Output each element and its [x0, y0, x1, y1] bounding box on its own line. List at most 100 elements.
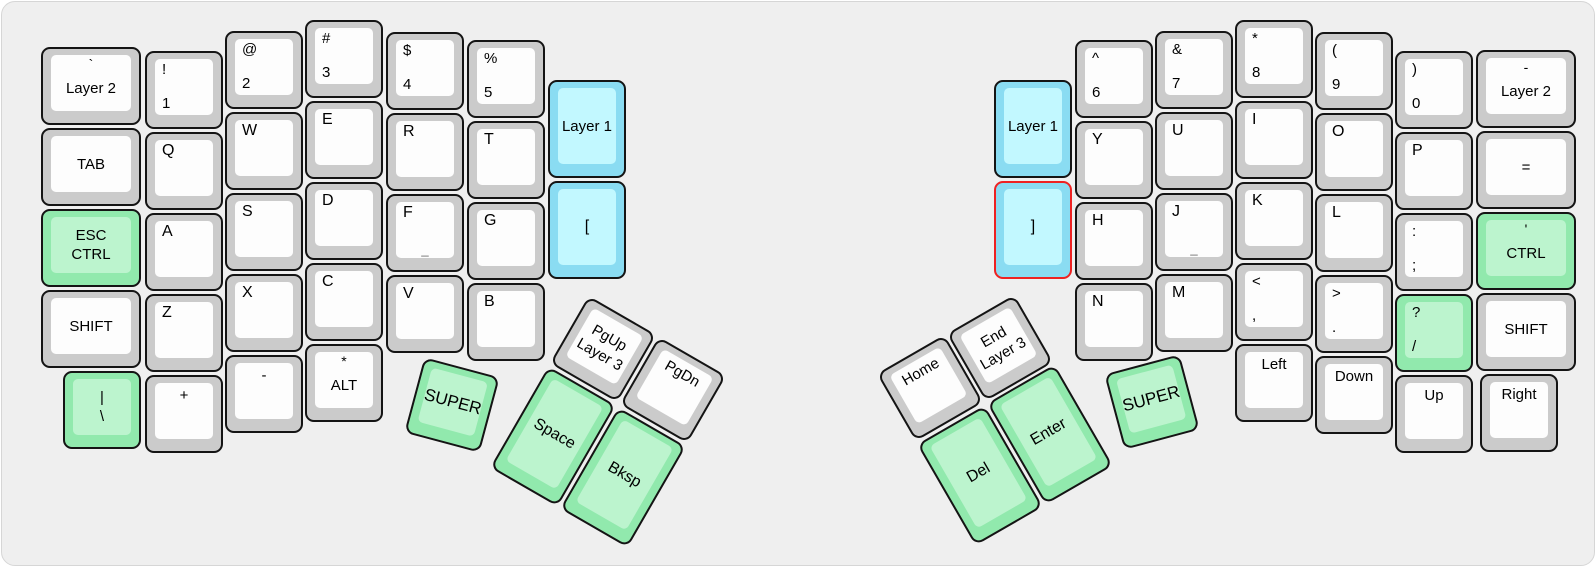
key-1[interactable]: !1: [145, 51, 223, 129]
key-question-slash[interactable]: ?/: [1395, 294, 1473, 372]
keycap: C: [315, 271, 373, 327]
key-legend: SUPER: [1120, 381, 1182, 416]
key-g[interactable]: G: [467, 202, 545, 280]
key-f[interactable]: F_: [386, 194, 464, 272]
key-tab[interactable]: TAB: [41, 128, 141, 206]
key-layer1-right[interactable]: Layer 1: [994, 80, 1072, 178]
key-legend: Z: [162, 304, 172, 321]
keycap: +: [155, 383, 213, 439]
key-legend: H: [1092, 212, 1104, 229]
key-h[interactable]: H: [1075, 202, 1153, 280]
keycap: X: [235, 282, 293, 338]
key-b[interactable]: B: [467, 283, 545, 361]
key-v[interactable]: V: [386, 275, 464, 353]
key-legend: >: [1332, 285, 1341, 302]
key-layer1-left[interactable]: Layer 1: [548, 80, 626, 178]
keycap: Z: [155, 302, 213, 358]
key-l[interactable]: L: [1315, 194, 1393, 272]
keycap: W: [235, 120, 293, 176]
key-k[interactable]: K: [1235, 182, 1313, 260]
key-2[interactable]: @2: [225, 31, 303, 109]
key-o[interactable]: O: [1315, 113, 1393, 191]
key-legend: -: [261, 367, 267, 384]
key-n[interactable]: N: [1075, 283, 1153, 361]
key-m[interactable]: M: [1155, 274, 1233, 352]
key-3[interactable]: #3: [305, 20, 383, 98]
key-plus[interactable]: +: [145, 375, 223, 453]
key-quote-ctrl[interactable]: 'CTRL: [1476, 212, 1576, 290]
key-legend: 8: [1252, 64, 1261, 81]
keycap: =: [1486, 139, 1566, 195]
key-legend: V: [403, 285, 414, 302]
keycap: (9: [1325, 40, 1383, 96]
key-5[interactable]: %5: [467, 40, 545, 118]
key-legend: I: [1252, 111, 1257, 128]
key-s[interactable]: S: [225, 193, 303, 271]
key-q[interactable]: Q: [145, 132, 223, 210]
key-colon-semicolon[interactable]: :;: [1395, 213, 1473, 291]
keycap: %5: [477, 48, 535, 104]
key-equals[interactable]: =: [1476, 131, 1576, 209]
key-arrow-left[interactable]: Left: [1235, 344, 1313, 422]
key-left-bracket[interactable]: [: [548, 181, 626, 279]
key-7[interactable]: &7: [1155, 31, 1233, 109]
key-d[interactable]: D: [305, 182, 383, 260]
key-8[interactable]: *8: [1235, 20, 1313, 98]
key-0[interactable]: )0: [1395, 51, 1473, 129]
key-arrow-up[interactable]: Up: [1395, 375, 1473, 453]
key-e[interactable]: E: [305, 101, 383, 179]
key-legend: 9: [1332, 76, 1341, 93]
key-4[interactable]: $4: [386, 32, 464, 110]
key-y[interactable]: Y: [1075, 121, 1153, 199]
key-t[interactable]: T: [467, 121, 545, 199]
key-j[interactable]: J_: [1155, 193, 1233, 271]
key-legend: SHIFT: [1504, 320, 1548, 338]
keycap: ?/: [1405, 302, 1463, 358]
key-u[interactable]: U: [1155, 112, 1233, 190]
key-pipe-backslash[interactable]: |\: [63, 371, 141, 449]
key-arrow-right[interactable]: Right: [1480, 374, 1558, 452]
keycap: Q: [155, 140, 213, 196]
keycap: SHIFT: [51, 298, 131, 354]
key-a[interactable]: A: [145, 213, 223, 291]
key-shift-right[interactable]: SHIFT: [1476, 293, 1576, 371]
key-minus[interactable]: -: [225, 355, 303, 433]
key-x[interactable]: X: [225, 274, 303, 352]
key-arrow-down[interactable]: Down: [1315, 356, 1393, 434]
key-z[interactable]: Z: [145, 294, 223, 372]
key-super-left[interactable]: SUPER: [404, 357, 500, 453]
key-legend: *: [341, 353, 347, 369]
key-legend: CTRL: [1506, 244, 1546, 262]
key-period[interactable]: >.: [1315, 275, 1393, 353]
key-shift-left[interactable]: SHIFT: [41, 290, 141, 368]
keycap: )0: [1405, 59, 1463, 115]
keycap: -: [235, 363, 293, 419]
key-9[interactable]: (9: [1315, 32, 1393, 110]
key-comma[interactable]: <,: [1235, 263, 1313, 341]
key-p[interactable]: P: [1395, 132, 1473, 210]
key-legend: R: [403, 123, 415, 140]
key-legend: <: [1252, 273, 1261, 290]
keycap: A: [155, 221, 213, 277]
key-6[interactable]: ^6: [1075, 40, 1153, 118]
key-minus-layer2[interactable]: -Layer 2: [1476, 50, 1576, 128]
key-c[interactable]: C: [305, 263, 383, 341]
key-legend: O: [1332, 123, 1345, 140]
key-legend: ]: [1030, 218, 1036, 235]
key-star-alt[interactable]: *ALT: [305, 344, 383, 422]
key-legend: Enter: [1027, 414, 1070, 449]
key-i[interactable]: I: [1235, 101, 1313, 179]
key-grave-layer2[interactable]: `Layer 2: [41, 47, 141, 125]
keycap: J_: [1165, 201, 1223, 257]
key-r[interactable]: R: [386, 113, 464, 191]
key-super-right[interactable]: SUPER: [1104, 354, 1200, 450]
key-w[interactable]: W: [225, 112, 303, 190]
key-right-bracket[interactable]: ]: [994, 181, 1072, 279]
key-legend: Up: [1424, 387, 1444, 404]
